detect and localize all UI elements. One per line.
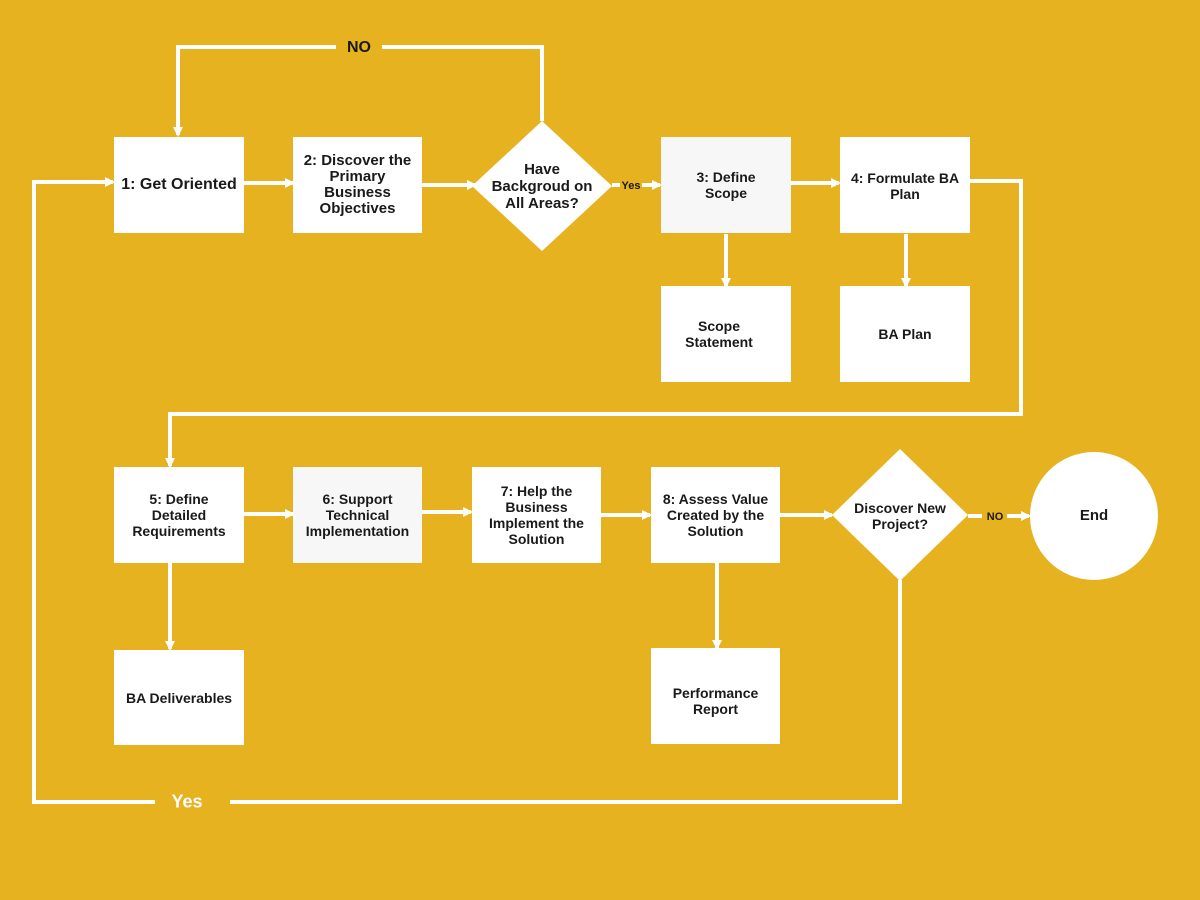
step-2-label: 2: Discover the Primary Business Objecti… <box>303 152 412 217</box>
scope-statement-box: Scope Statement <box>661 286 791 382</box>
step-5-define-requirements: 5: Define Detailed Requirements <box>114 467 244 563</box>
step-2-discover-objectives: 2: Discover the Primary Business Objecti… <box>293 137 422 233</box>
ba-plan-box: BA Plan <box>840 286 970 382</box>
connector-background-no <box>382 45 544 121</box>
step-3-label: 3: Define Scope <box>696 169 756 201</box>
performance-report-box: Performance Report <box>651 648 780 744</box>
edge-label-new-project-yes: Yes <box>171 791 203 812</box>
step-1-label: 1: Get Oriented <box>121 176 237 193</box>
connector-background-no-return <box>173 45 336 137</box>
step-6-support-implementation: 6: Support Technical Implementation <box>293 467 422 563</box>
performance-report-label: Performance Report <box>672 685 759 717</box>
end-node: End <box>1030 452 1158 580</box>
step-4-formulate-plan: 4: Formulate BA Plan <box>840 137 970 233</box>
ba-plan-label: BA Plan <box>878 326 932 342</box>
connector-new-project-yes-return <box>32 177 155 804</box>
edge-label-background-yes: Yes <box>621 180 641 192</box>
step-8-label: 8: Assess Value Created by the Solution <box>662 491 769 539</box>
connector-4-to-5 <box>165 179 1023 468</box>
step-3-define-scope: 3: Define Scope <box>661 137 791 233</box>
ba-deliverables-box: BA Deliverables <box>114 650 244 745</box>
edge-label-new-project-no: NO <box>986 511 1004 523</box>
connector-new-project-yes <box>230 580 902 804</box>
step-1-get-oriented: 1: Get Oriented <box>114 137 244 233</box>
step-6-label: 6: Support Technical Implementation <box>305 491 410 539</box>
edge-label-background-no: NO <box>347 39 371 56</box>
scope-statement-label: Scope Statement <box>685 318 753 350</box>
step-4-label: 4: Formulate BA Plan <box>850 170 960 202</box>
step-8-assess-value: 8: Assess Value Created by the Solution <box>651 467 780 563</box>
step-5-label: 5: Define Detailed Requirements <box>132 491 226 539</box>
end-label: End <box>1079 507 1109 524</box>
step-7-help-business: 7: Help the Business Implement the Solut… <box>472 467 601 563</box>
ba-deliverables-label: BA Deliverables <box>125 689 233 706</box>
step-7-label: 7: Help the Business Implement the Solut… <box>489 483 584 547</box>
decision-background-text: Have Backgroud on All Areas? <box>491 160 593 212</box>
decision-new-project-text: Discover New Project? <box>854 500 946 532</box>
decision-diamond-background <box>472 121 612 251</box>
decision-diamond-new-project <box>832 449 968 581</box>
